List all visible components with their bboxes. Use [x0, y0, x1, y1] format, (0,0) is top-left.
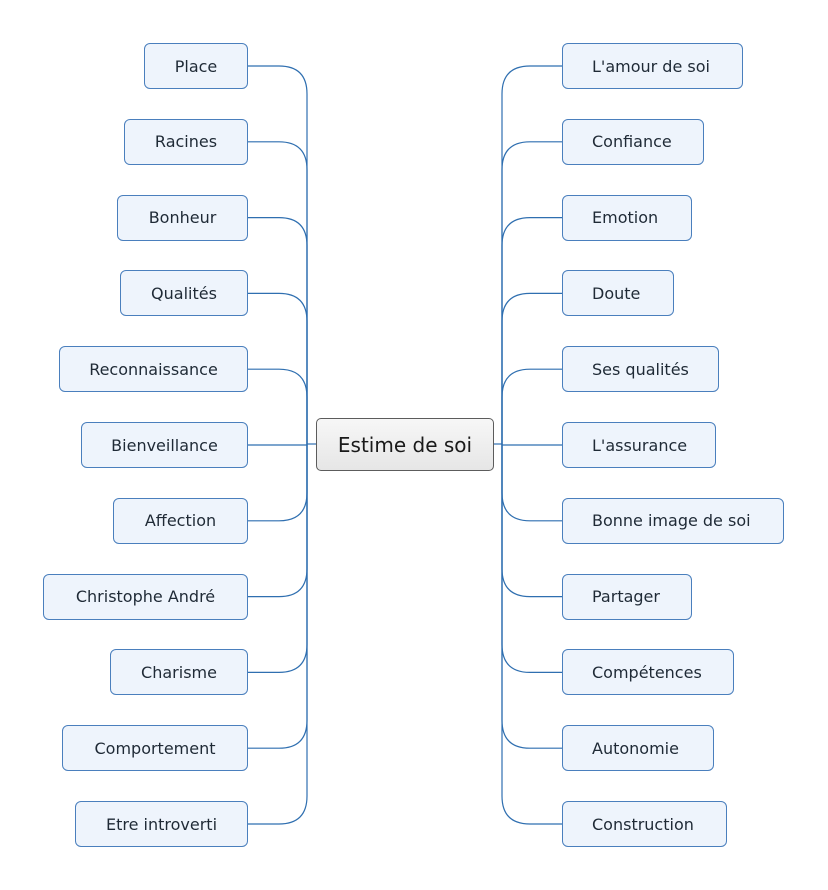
link-qualites: [248, 292, 308, 444]
link-competences: [501, 444, 562, 673]
link-confiance: [501, 141, 562, 444]
link-bonheur: [248, 217, 308, 444]
topic-competences[interactable]: Compétences: [562, 649, 734, 696]
topic-confiance[interactable]: Confiance: [562, 118, 704, 165]
topic-affection[interactable]: Affection: [113, 497, 248, 544]
link-charisme: [248, 444, 308, 673]
topic-christophe-andre[interactable]: Christophe André: [43, 573, 248, 620]
link-ses-qualites: [501, 368, 562, 444]
link-l-amour-de-soi: [501, 65, 562, 444]
central-topic[interactable]: Estime de soi: [316, 418, 494, 471]
link-construction: [501, 444, 562, 825]
link-reconnaissance: [248, 368, 308, 444]
topic-comportement[interactable]: Comportement: [62, 725, 248, 772]
link-place: [248, 65, 308, 444]
link-emotion: [501, 217, 562, 444]
topic-construction[interactable]: Construction: [562, 801, 727, 847]
topic-doute[interactable]: Doute: [562, 270, 674, 317]
topic-place[interactable]: Place: [144, 43, 248, 89]
topic-reconnaissance[interactable]: Reconnaissance: [59, 346, 248, 393]
topic-charisme[interactable]: Charisme: [110, 649, 248, 696]
topic-bonheur[interactable]: Bonheur: [117, 194, 248, 241]
topic-etre-introverti[interactable]: Etre introverti: [75, 801, 248, 847]
topic-bonne-image-de-soi[interactable]: Bonne image de soi: [562, 497, 784, 544]
link-doute: [501, 292, 562, 444]
link-bonne-image-de-soi: [501, 444, 562, 522]
topic-l-assurance[interactable]: L'assurance: [562, 422, 716, 468]
topic-ses-qualites[interactable]: Ses qualités: [562, 346, 719, 393]
topic-partager[interactable]: Partager: [562, 573, 692, 620]
topic-racines[interactable]: Racines: [124, 118, 248, 165]
link-racines: [248, 141, 308, 444]
topic-autonomie[interactable]: Autonomie: [562, 725, 714, 772]
topic-bienveillance[interactable]: Bienveillance: [81, 422, 248, 468]
topic-qualites[interactable]: Qualités: [120, 270, 248, 317]
link-etre-introverti: [248, 444, 308, 825]
link-affection: [248, 444, 308, 522]
topic-l-amour-de-soi[interactable]: L'amour de soi: [562, 43, 743, 89]
topic-emotion[interactable]: Emotion: [562, 194, 692, 241]
